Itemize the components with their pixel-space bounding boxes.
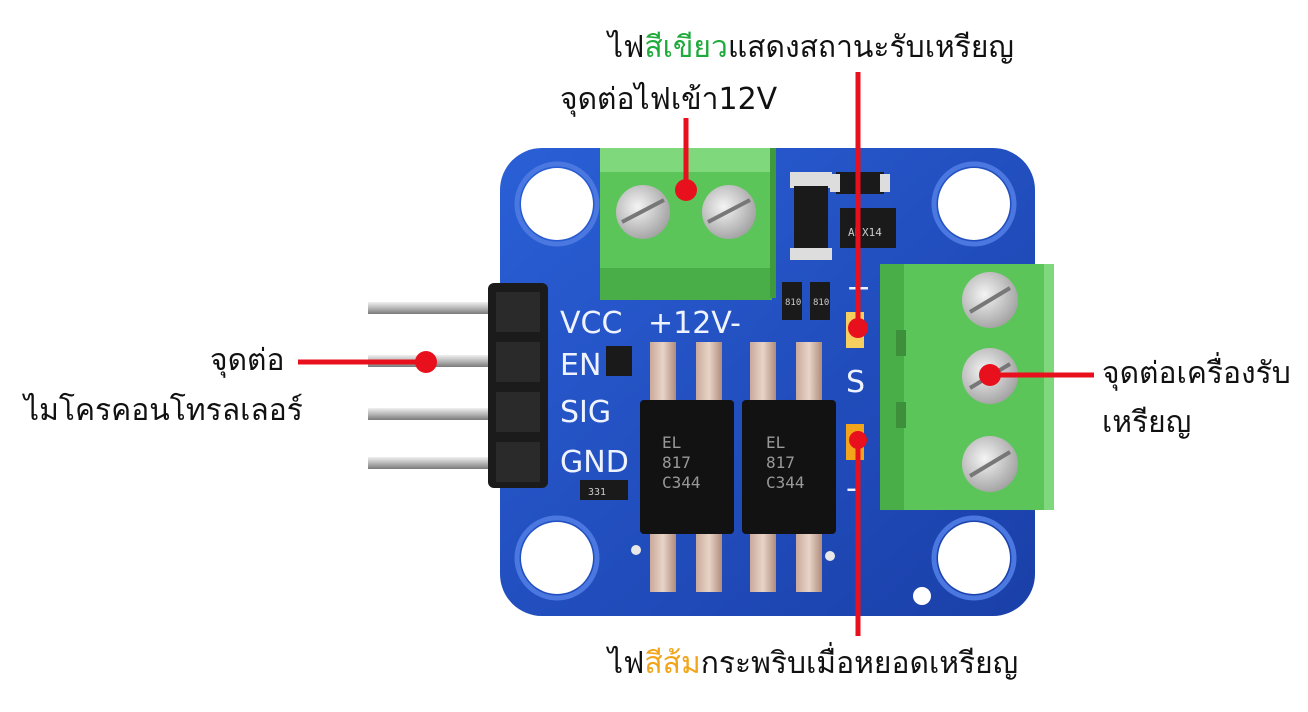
label-acceptor-line2: เหรียญ: [1102, 405, 1192, 440]
label-acceptor-line1: จุดต่อเครื่องรับ: [1102, 356, 1291, 391]
chip1-line2: 817: [662, 453, 691, 472]
chip1-line3: C344: [662, 473, 701, 492]
silk-power: +12V-: [648, 306, 741, 341]
chip2-line2: 817: [766, 453, 795, 472]
label-green-led: ไฟสีเขียวแสดงสถานะรับเหรียญ: [608, 30, 1014, 65]
label-orange-led: ไฟสีส้มกระพริบเมื่อหยอดเหรียญ: [608, 646, 1019, 681]
svg-text:810: 810: [813, 298, 829, 308]
silk-pin-sig: SIG: [560, 395, 611, 430]
pin-header: [368, 283, 548, 488]
chip2-line3: C344: [766, 473, 805, 492]
chip1-line1: EL: [662, 433, 681, 452]
silk-pin-vcc: VCC: [560, 306, 622, 341]
silk-term-minus: -: [846, 471, 857, 506]
silk-term-s: S: [846, 365, 865, 400]
power-terminal: [600, 148, 776, 300]
smd-components: AD X14 810 810 331: [580, 172, 896, 500]
pointer-green-led: [848, 72, 868, 338]
pointer-orange-led: [849, 431, 867, 636]
svg-text:331: 331: [588, 487, 606, 498]
silk-pin-gnd: GND: [560, 445, 629, 480]
optocoupler-chips: EL 817 C344 EL 817 C344: [640, 342, 836, 592]
svg-text:810: 810: [785, 298, 801, 308]
label-controller-line1: จุดต่อ: [210, 343, 285, 378]
svg-text:X14: X14: [862, 226, 882, 239]
label-power-in: จุดต่อไฟเข้า12V: [560, 82, 778, 117]
pointer-controller: [298, 351, 437, 373]
silk-pin-en: EN: [560, 348, 601, 383]
pointer-acceptor: [979, 364, 1094, 386]
chip2-line1: EL: [766, 433, 785, 452]
acceptor-terminal: [880, 264, 1054, 510]
pointer-power-in: [675, 118, 697, 201]
label-controller-line2: ไมโครคอนโทรลเลอร์: [24, 393, 303, 428]
